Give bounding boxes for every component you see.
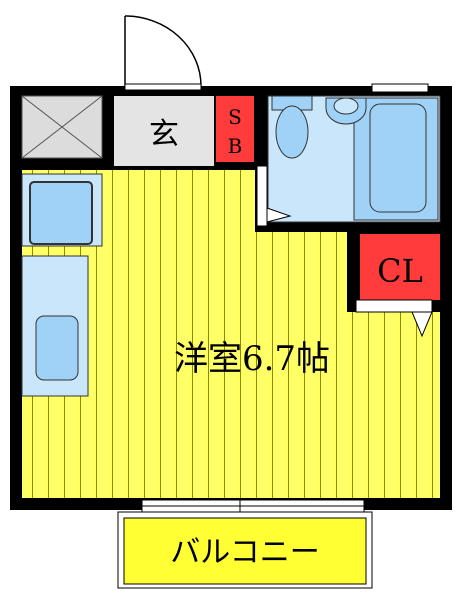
shoe-box [216,96,254,162]
balcony-label: バルコニー [170,535,319,570]
entrance-door-opening [124,83,202,91]
bath-window [371,83,429,93]
entrance-area [114,96,214,166]
bathtub-basin [369,103,427,213]
balcony [117,511,373,589]
stove [29,181,93,245]
kitchen-counter [21,173,103,397]
western-room-floor [22,170,440,498]
closet-door [355,299,433,338]
wash-basin-bowl [333,97,359,115]
storage-cross-box [21,95,103,159]
entrance-label: 玄 [149,117,179,152]
western-room-label: 洋室6.7帖 [174,339,330,379]
shoe-box-label-s: S [228,105,242,129]
entrance-door-swing [124,15,202,87]
unit-bath [267,83,441,223]
closet-label: CL [377,252,423,290]
shoe-box-label-b: B [228,134,243,158]
closet [360,234,440,300]
toilet-bowl [275,105,309,159]
balcony-window [141,499,365,513]
bath-door [256,165,292,227]
sink [35,315,79,381]
